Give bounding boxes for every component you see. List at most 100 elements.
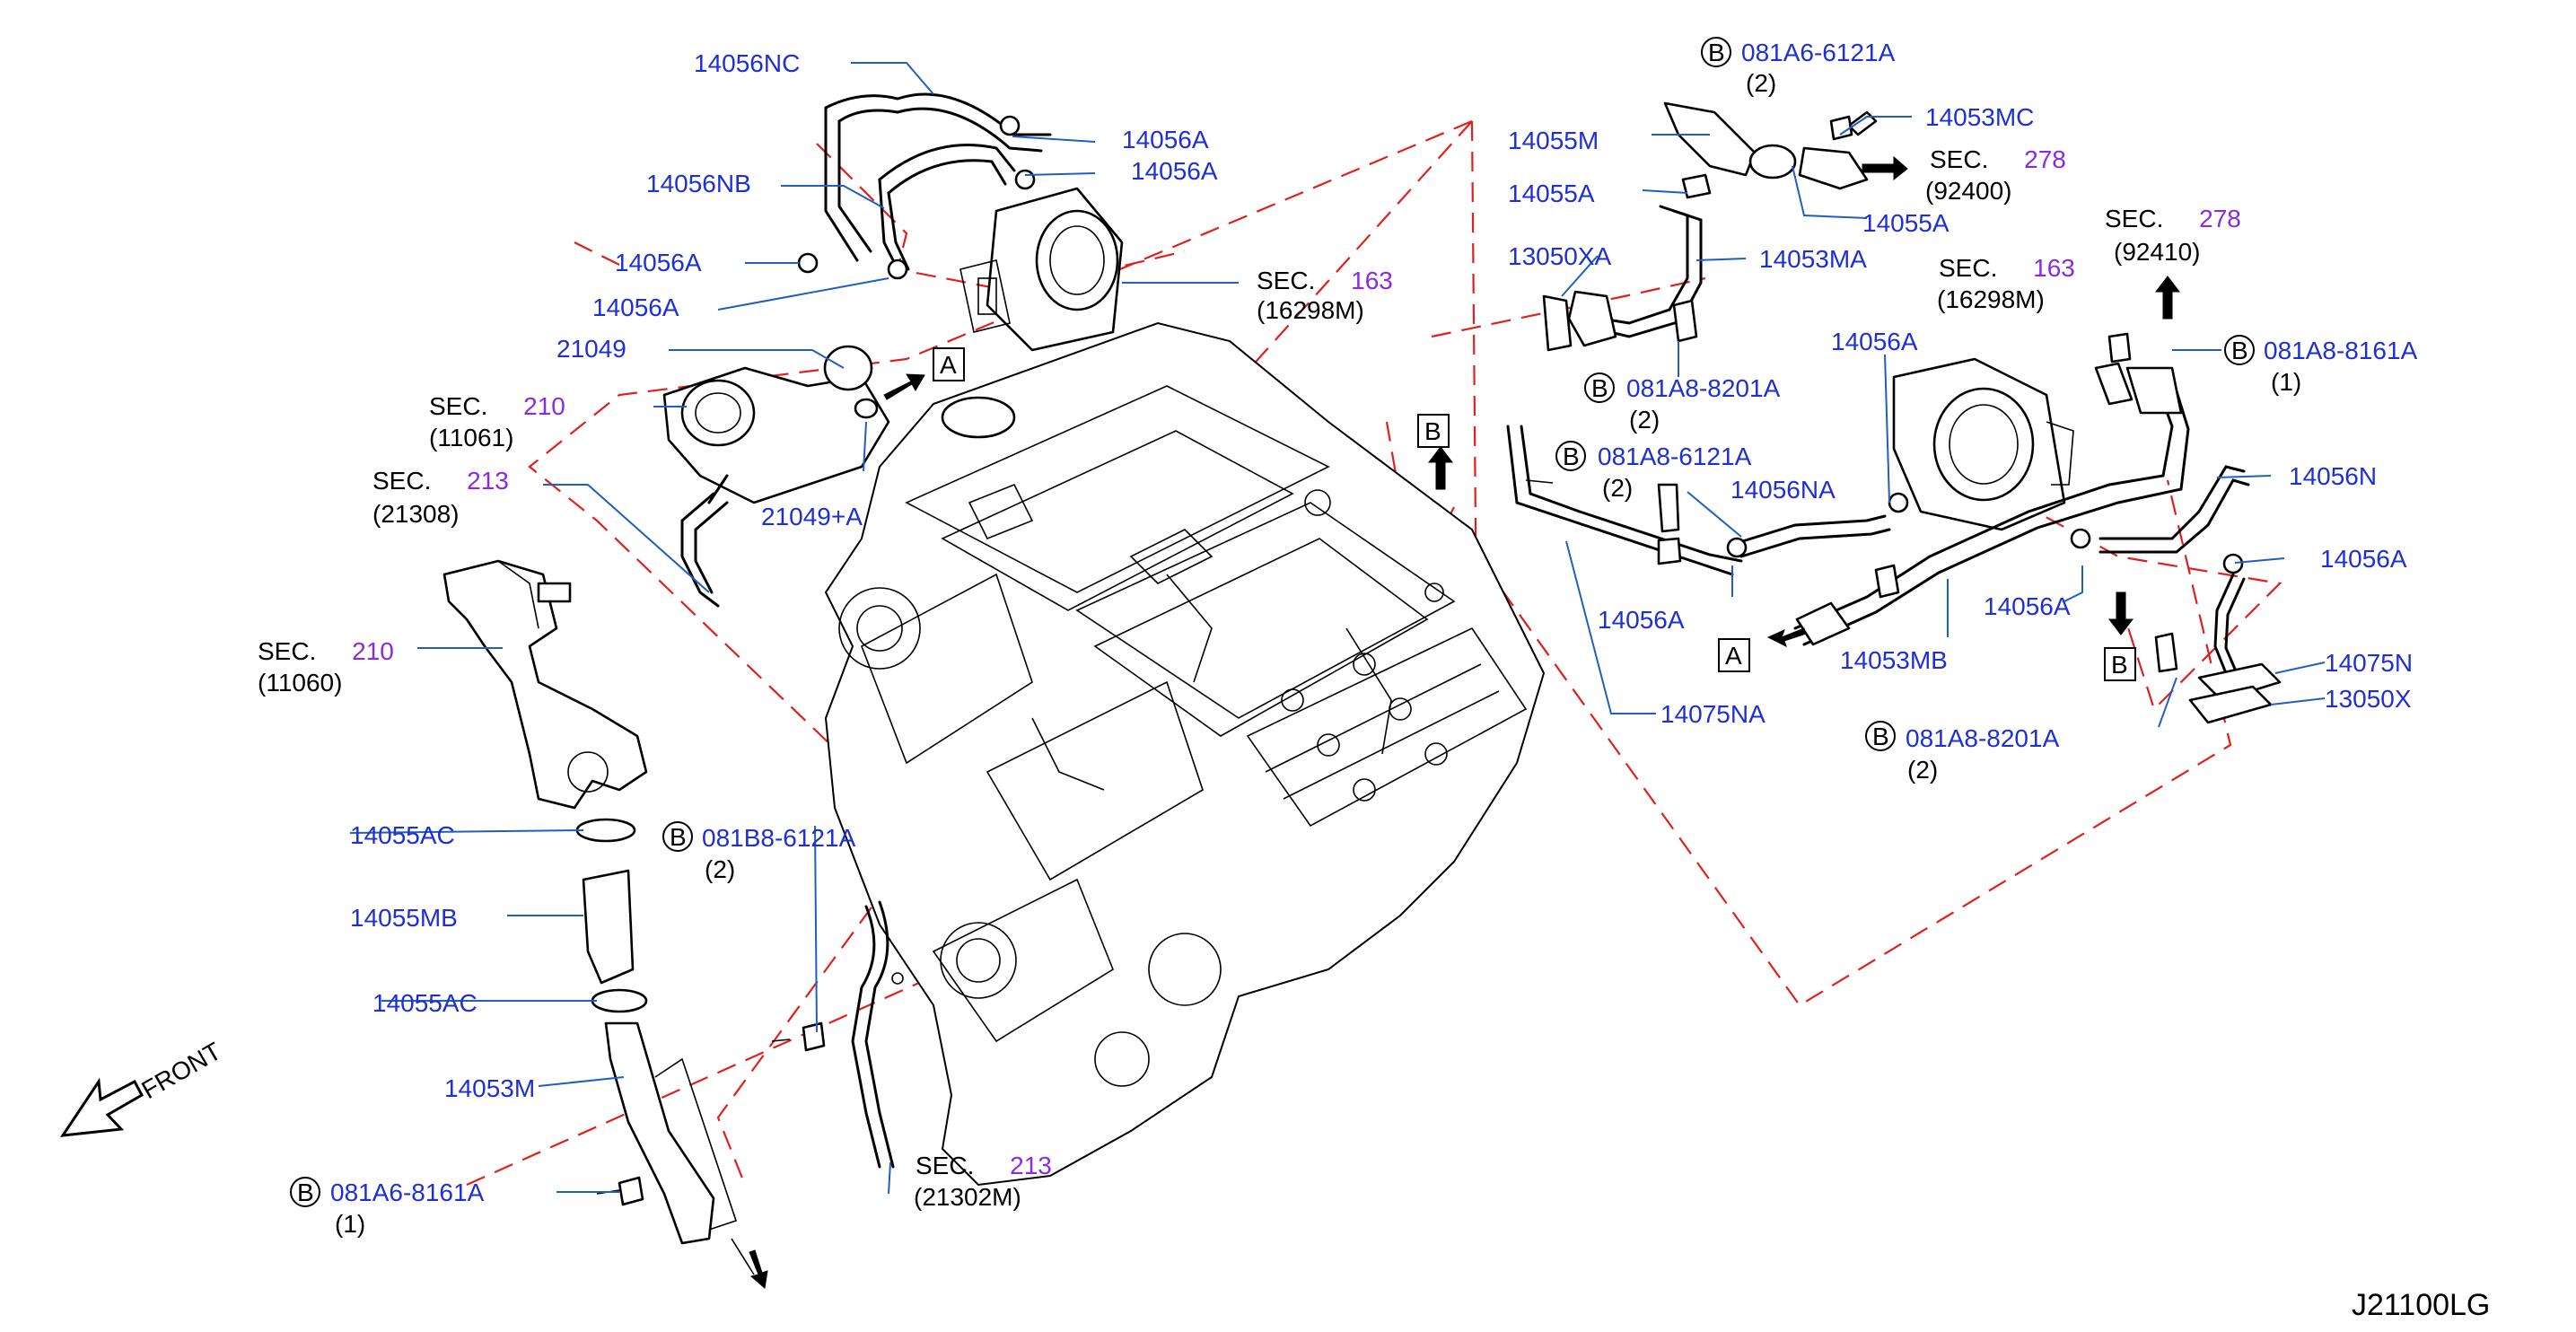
pipe-14075N (2154, 573, 2282, 724)
sec-213-top-ref: (21308) (372, 500, 460, 528)
sec-278-right-ref: (92410) (2114, 238, 2201, 266)
sec-163-left: SEC. 163 (1257, 267, 1393, 294)
bolt-081A8-6121A (1657, 483, 1682, 565)
sec-163-right-ref: (16298M) (1937, 285, 2045, 313)
diagram-code: J21100LG (2352, 1288, 2490, 1322)
pipe-14055M-top (1663, 101, 1878, 199)
breather-tube-21302M (851, 900, 904, 1169)
hose-14056NA (1726, 492, 1909, 558)
label-14056A-4: 14056A (592, 294, 679, 321)
label-081A8-8161A: 081A8-8161A (2264, 337, 2418, 364)
svg-text:A: A (1725, 642, 1742, 670)
sec-278-top-ref: (92400) (1925, 177, 2012, 205)
label-21049-A: 21049+A (761, 503, 863, 530)
view-marker-a-right: A (1718, 638, 1750, 672)
qty-081A8-8161A: (1) (2271, 368, 2301, 396)
bolt-callout-081A8-8161A: B 081A8-8161A (1) (2224, 335, 2418, 396)
hose-14055MB (575, 818, 755, 1275)
bolt-callout-081A6-6121A: B 081A6-6121A (2) (1701, 37, 1896, 97)
label-13050XA: 13050XA (1508, 242, 1612, 270)
front-indicator: FRONT (59, 1037, 226, 1137)
bolt-marker: B (1591, 374, 1608, 402)
bolt-marker: B (1708, 39, 1725, 66)
sec-210-top-ref: (11061) (429, 424, 513, 451)
view-marker-b-right: B (2104, 647, 2136, 681)
sec-210-top: SEC. 210 (429, 392, 565, 420)
label-14055M: 14055M (1508, 127, 1599, 154)
label-14056NB: 14056NB (646, 170, 751, 197)
sec-163-left-ref: (16298M) (1257, 296, 1364, 324)
label-14056A-1: 14056A (1122, 126, 1209, 153)
label-081B8-6121A: 081B8-6121A (702, 824, 856, 852)
bolt-marker: B (1872, 723, 1889, 750)
pipe-14053MB (1793, 362, 2190, 646)
thermostat-housing-21049 (662, 345, 890, 608)
sec-210-mid-ref: (11060) (258, 669, 342, 697)
sec-278-top: SEC. 278 (1930, 145, 2066, 173)
qty-081A6-6121A: (2) (1746, 69, 1776, 97)
bolts-left (596, 1021, 826, 1206)
water-outlet-14053M-upper (442, 559, 648, 810)
sec-163-right: SEC. 163 (1939, 254, 2075, 282)
hose-14056N (2070, 465, 2250, 574)
view-marker-a-left: A (933, 347, 965, 381)
pipe-14075NA (1506, 425, 1743, 576)
svg-text:B: B (2111, 651, 2128, 679)
label-13050X: 13050X (2325, 685, 2412, 713)
label-14075N: 14075N (2325, 649, 2413, 677)
bolt-marker: B (2231, 337, 2248, 364)
bolt-callout-081A8-8201A-top: B 081A8-8201A (2) (1584, 372, 1781, 434)
bolt-callout-081A6-8161A: B 081A6-8161A (1) (290, 1177, 485, 1238)
qty-081A8-8201A-bottom: (2) (1907, 756, 1938, 784)
bolts-right (1829, 115, 2132, 364)
throttle-body-left (959, 187, 1124, 352)
sec-210-mid: SEC. 210 (258, 637, 394, 665)
svg-text:A: A (940, 351, 957, 379)
label-21049: 21049 (556, 335, 626, 363)
label-14056A-8: 14056A (1984, 592, 2071, 620)
front-label: FRONT (137, 1037, 226, 1104)
qty-081A8-8201A-top: (2) (1629, 406, 1660, 434)
qty-081A6-8161A: (1) (335, 1210, 365, 1238)
leader-lines (349, 62, 2326, 1195)
label-14053MA: 14053MA (1759, 245, 1867, 273)
label-081A6-8161A: 081A6-8161A (330, 1179, 485, 1206)
qty-081B8-6121A: (2) (705, 855, 735, 883)
label-14056A-7: 14056A (1598, 606, 1685, 634)
label-14056N: 14056N (2289, 462, 2377, 490)
label-14055AC-2: 14055AC (372, 989, 478, 1017)
sec-278-right: SEC. 278 (2105, 205, 2241, 232)
label-081A8-8201A-bottom: 081A8-8201A (1906, 724, 2060, 752)
label-14056A-2: 14056A (1131, 157, 1218, 185)
pipe-14053MA (1542, 205, 1703, 352)
bolt-marker: B (1563, 443, 1580, 470)
bolt-callout-081B8-6121A: B 081B8-6121A (2) (662, 821, 856, 883)
svg-text:B: B (1424, 417, 1441, 445)
direction-arrows (749, 155, 2181, 1289)
label-14053MB: 14053MB (1840, 646, 1948, 674)
label-14053MC: 14053MC (1925, 103, 2034, 131)
label-081A8-6121A: 081A8-6121A (1598, 443, 1752, 470)
sec-213-top: SEC. 213 (372, 467, 509, 495)
label-14055MB: 14055MB (350, 904, 458, 932)
sec-213-bottom: SEC. 213 (916, 1152, 1052, 1179)
sec-213-bottom-ref: (21302M) (914, 1183, 1021, 1211)
label-081A8-8201A-top: 081A8-8201A (1626, 374, 1781, 402)
label-14053M: 14053M (444, 1074, 535, 1102)
label-14056NC: 14056NC (694, 49, 800, 77)
label-14056A-5: 14056A (1831, 328, 1918, 355)
hose-14056NB (878, 144, 1016, 271)
label-14055A-2: 14055A (1862, 209, 1950, 237)
clamps-14056A-top (797, 115, 1036, 280)
label-14056NA: 14056NA (1730, 476, 1836, 504)
engine-assembly (824, 321, 1546, 1187)
label-081A6-6121A: 081A6-6121A (1741, 39, 1896, 66)
bolt-marker: B (670, 823, 687, 851)
label-14056A-3: 14056A (615, 249, 702, 276)
label-14056A-6: 14056A (2320, 545, 2407, 573)
label-14055AC-1: 14055AC (350, 821, 455, 849)
view-marker-b-center: B (1417, 414, 1450, 448)
qty-081A8-6121A: (2) (1602, 474, 1633, 502)
bolt-callout-081A8-6121A: B 081A8-6121A (2) (1555, 441, 1752, 502)
